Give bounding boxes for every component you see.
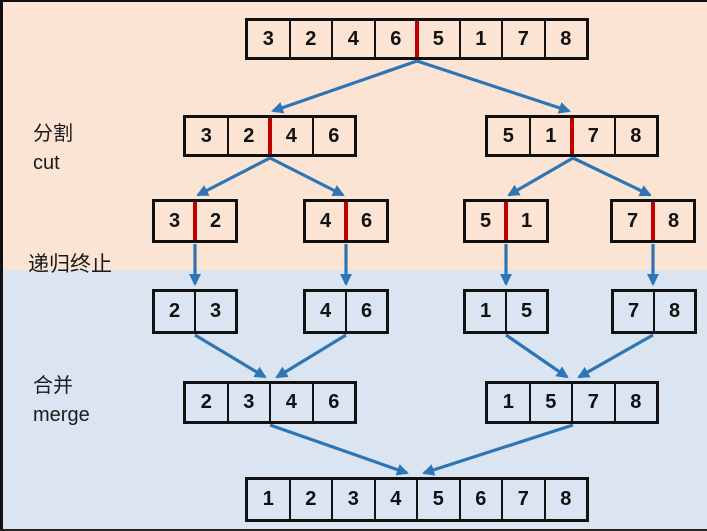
array-cell: 3 <box>200 124 212 147</box>
screen-edge-left <box>0 0 3 531</box>
split-divider <box>268 118 272 154</box>
array-cell: 2 <box>226 118 270 154</box>
array-cell: 6 <box>458 480 502 519</box>
array-cell: 4 <box>269 384 312 421</box>
split-divider <box>344 202 348 240</box>
array-cell: 4 <box>269 118 312 154</box>
array-cell: 3 <box>226 384 270 421</box>
array-cell: 6 <box>345 292 386 331</box>
array-cell: 2 <box>288 21 332 57</box>
split-divider <box>504 202 508 240</box>
array-cell: 7 <box>627 300 640 322</box>
array-cell: 5 <box>416 21 459 57</box>
array-cell: 7 <box>626 209 639 232</box>
array-cell: 1 <box>479 300 492 322</box>
array-cell: 4 <box>319 209 332 232</box>
array-cell: 5 <box>502 124 514 147</box>
array-cell: 6 <box>311 118 355 154</box>
array-cell: 1 <box>528 118 572 154</box>
label-cut-en: cut <box>33 152 60 174</box>
array-cell: 1 <box>262 488 274 510</box>
array-cell: 8 <box>653 292 694 331</box>
split-divider <box>193 202 197 240</box>
array-cell: 1 <box>502 391 514 413</box>
array-cell: 6 <box>311 384 355 421</box>
array-cell: 3 <box>168 209 181 232</box>
array-cell: 7 <box>501 480 544 519</box>
label-merge-en: merge <box>33 404 90 426</box>
array-cell: 2 <box>200 391 212 413</box>
array-cell: 2 <box>288 480 332 519</box>
array-cell: 5 <box>416 480 459 519</box>
split-divider <box>415 21 419 57</box>
array-cell: 7 <box>501 21 544 57</box>
split-divider <box>570 118 574 154</box>
array-cell: 5 <box>479 209 492 232</box>
cut-phase-background <box>0 0 707 270</box>
array-cell: 2 <box>168 300 181 322</box>
array-cell: 7 <box>571 384 614 421</box>
array-cell: 3 <box>262 27 274 50</box>
array-cell: 4 <box>331 21 374 57</box>
array-cell: 8 <box>543 480 587 519</box>
array-cell: 5 <box>528 384 572 421</box>
array-cell: 3 <box>194 292 235 331</box>
merge-phase-background <box>0 270 707 531</box>
array-cell: 7 <box>571 118 614 154</box>
split-divider <box>651 202 655 240</box>
array-cell: 5 <box>505 292 546 331</box>
array-cell: 8 <box>652 202 693 240</box>
array-cell: 8 <box>613 384 657 421</box>
array-cell: 6 <box>373 21 417 57</box>
label-merge-zh: 合并 <box>33 375 73 397</box>
label-recursion-stop: 递归终止 <box>28 253 112 276</box>
label-cut-zh: 分割 <box>33 123 73 145</box>
screen-edge-top <box>0 0 707 2</box>
array-cell: 2 <box>194 202 235 240</box>
array-cell: 8 <box>543 21 587 57</box>
array-cell: 1 <box>505 202 546 240</box>
array-cell: 3 <box>331 480 374 519</box>
array-cell: 4 <box>373 480 417 519</box>
array-cell: 4 <box>319 300 332 322</box>
array-cell: 8 <box>613 118 657 154</box>
array-cell: 1 <box>458 21 502 57</box>
array-cell: 6 <box>345 202 386 240</box>
screen-edge-bottom <box>0 529 707 531</box>
